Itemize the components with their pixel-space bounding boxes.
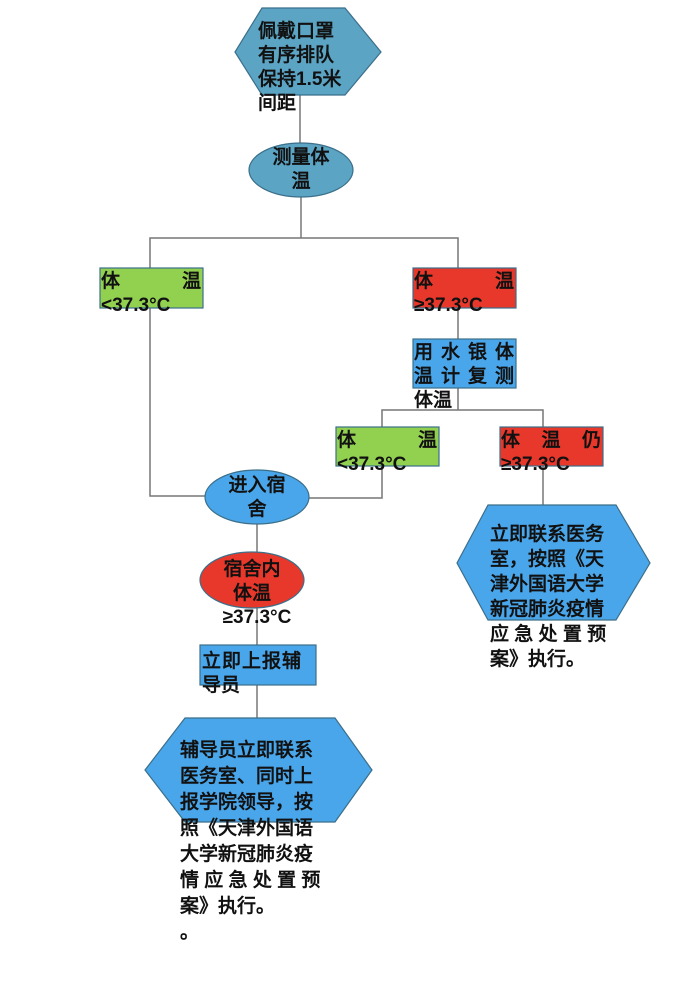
fever2-box	[499, 426, 604, 467]
report-text: 立即上报辅 导员	[202, 650, 316, 698]
text-line: 情 应 急 处 置 预	[180, 870, 321, 891]
recheck-text: 用水银体 温计复测 体温	[414, 341, 514, 413]
text-line: 大学新冠肺炎疫	[180, 844, 314, 865]
text-char: 体	[494, 342, 514, 363]
recheck-box	[412, 338, 517, 389]
text-line: 体温	[232, 583, 271, 604]
normal1-box	[99, 267, 204, 309]
text-line: 温	[291, 171, 311, 192]
text-line: 宿舍内	[223, 559, 281, 580]
text-char: 温	[417, 430, 437, 451]
normal2-box	[335, 426, 440, 467]
text-line: 有序排队	[258, 45, 335, 66]
dorm-fever-text: 宿舍内 体温 ≥37.3°C	[200, 558, 304, 630]
text-line: 照《天津外国语	[180, 818, 314, 839]
connector	[309, 466, 383, 499]
connector	[149, 308, 205, 497]
connector	[149, 237, 459, 268]
text-line: 测量体	[272, 147, 330, 168]
text-line: 。	[180, 922, 200, 943]
text-line: 新冠肺炎疫情	[490, 599, 605, 620]
normal2-text: 体 温 <37.3°C	[337, 429, 437, 477]
text-char: 仍	[581, 430, 601, 451]
text-line: 室，按照《天	[490, 549, 605, 570]
contact-hexagon	[456, 504, 651, 621]
dorm-ellipse	[204, 469, 310, 525]
threshold-label: ≥37.3°C	[501, 454, 570, 475]
normal1-text: 体 温 <37.3°C	[101, 270, 201, 318]
threshold-label: ≥37.3°C	[222, 607, 292, 628]
contact-text: 立即联系医务 室，按照《天 津外国语大学 新冠肺炎疫情 应 急 处 置 预 案》…	[490, 522, 625, 672]
text-char: 银	[467, 342, 487, 363]
text-char: 温	[414, 366, 434, 387]
measure-ellipse	[248, 142, 354, 198]
text-line: 体温	[414, 390, 453, 411]
text-char: 体	[337, 430, 357, 451]
connector	[381, 409, 544, 427]
text-char: 体	[501, 430, 521, 451]
threshold-label: <37.3°C	[101, 295, 171, 316]
text-char: 水	[440, 342, 460, 363]
text-line: 立即上报辅	[202, 651, 303, 672]
text-char: 体	[414, 271, 434, 292]
text-line: 立即联系医务	[490, 524, 605, 545]
text-line: 报学院领导，按	[180, 792, 314, 813]
text-char: 温	[494, 271, 514, 292]
text-line: 导员	[202, 675, 241, 696]
connectors	[149, 95, 544, 718]
text-line: 佩戴口罩	[258, 21, 335, 42]
report-box	[199, 644, 317, 686]
text-line: 应 急 处 置 预	[490, 624, 607, 645]
text-char: 温	[181, 271, 201, 292]
text-line: 津外国语大学	[490, 574, 605, 595]
start-hexagon	[234, 7, 382, 96]
text-char: 体	[101, 271, 121, 292]
text-line: 医务室、同时上	[180, 766, 314, 787]
dorm-fever-ellipse	[199, 551, 305, 609]
measure-text: 测量体 温	[249, 146, 353, 194]
start-text: 佩戴口罩 有序排队 保持1.5米 间距	[258, 20, 368, 116]
text-line: 保持1.5米	[258, 69, 342, 90]
text-char: 复	[467, 366, 487, 387]
counselor-text: 辅导员立即联系 医务室、同时上 报学院领导，按 照《天津外国语 大学新冠肺炎疫 …	[180, 738, 340, 946]
text-line: 案》执行。	[490, 649, 586, 670]
text-char: 温	[541, 430, 561, 451]
threshold-label: ≥37.3°C	[414, 295, 483, 316]
text-line: 间距	[258, 93, 297, 114]
dorm-text: 进入宿 舍	[205, 474, 309, 522]
text-char: 用	[414, 342, 434, 363]
fever1-text: 体 温 ≥37.3°C	[414, 270, 514, 318]
fever1-box	[412, 267, 517, 309]
text-line: 辅导员立即联系	[180, 740, 314, 761]
counselor-hexagon	[144, 717, 373, 823]
text-line: 舍	[247, 499, 267, 520]
fever2-text: 体温仍 ≥37.3°C	[501, 429, 601, 477]
text-char: 计	[440, 366, 460, 387]
text-line: 进入宿	[228, 475, 286, 496]
text-line: 案》执行。	[180, 896, 276, 917]
threshold-label: <37.3°C	[337, 454, 407, 475]
text-char: 测	[494, 366, 514, 387]
